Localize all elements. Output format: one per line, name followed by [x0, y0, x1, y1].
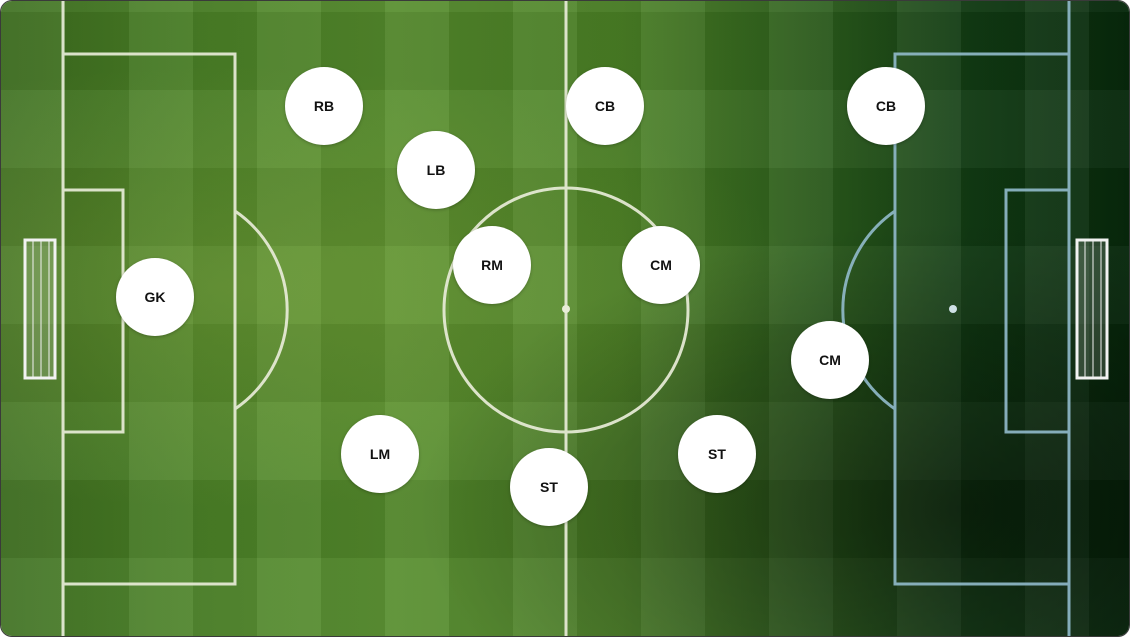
player-rb[interactable]: RB — [285, 67, 363, 145]
right-penalty-arc — [841, 209, 896, 411]
player-gk[interactable]: GK — [116, 258, 194, 336]
player-cm-2[interactable]: CM — [791, 321, 869, 399]
player-lm[interactable]: LM — [341, 415, 419, 493]
left-goal — [23, 238, 57, 380]
right-penalty-box — [893, 52, 1071, 586]
center-spot — [562, 305, 570, 313]
right-goal — [1075, 238, 1109, 380]
left-goal-box — [61, 188, 125, 434]
right-goal-box — [1004, 188, 1071, 434]
left-penalty-arc — [234, 209, 289, 411]
player-lb[interactable]: LB — [397, 131, 475, 209]
right-penalty-spot — [949, 305, 957, 313]
player-cm-1[interactable]: CM — [622, 226, 700, 304]
player-cb-2[interactable]: CB — [847, 67, 925, 145]
center-circle — [442, 186, 690, 434]
player-st-1[interactable]: ST — [510, 448, 588, 526]
player-cb-1[interactable]: CB — [566, 67, 644, 145]
player-st-2[interactable]: ST — [678, 415, 756, 493]
player-rm[interactable]: RM — [453, 226, 531, 304]
